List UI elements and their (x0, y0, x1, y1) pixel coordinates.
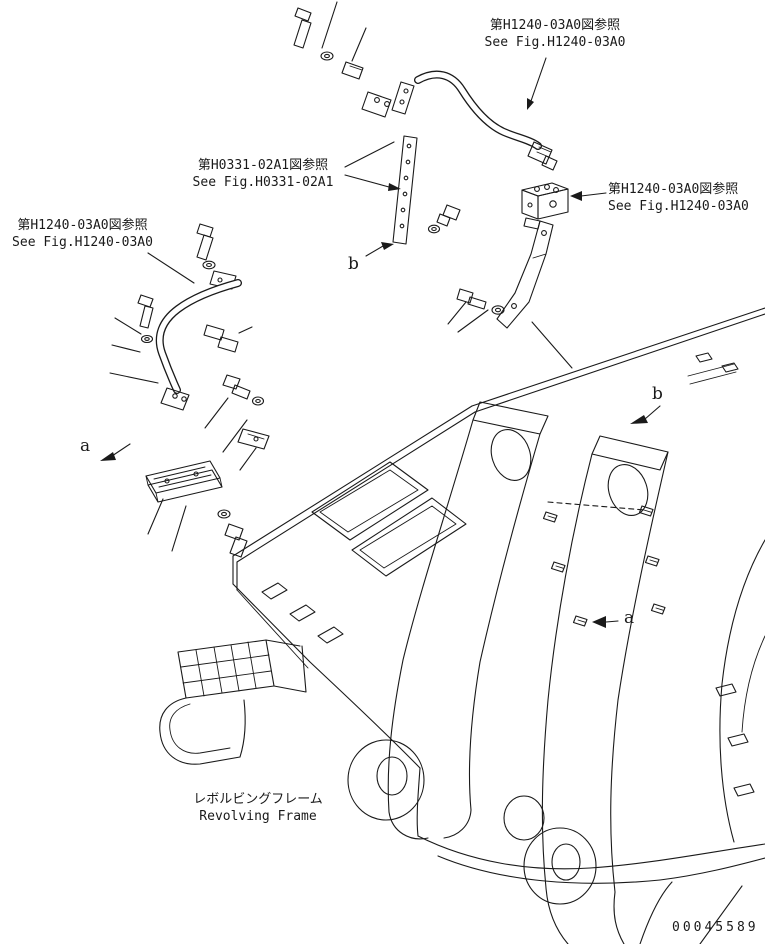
frame-right-side (687, 352, 765, 843)
reference-label-right: 第H1240-03A0図参照 See Fig.H1240-03A0 (608, 182, 765, 216)
top-pipe (414, 70, 558, 171)
view-arrow-a-frame (592, 616, 619, 628)
view-marker-b-frame: b (652, 384, 663, 404)
top-bolt-assembly (293, 1, 415, 118)
view-arrow-b-left (365, 242, 394, 257)
reference-label-right-jp: 第H1240-03A0図参照 (608, 182, 739, 197)
ref-top-leader (527, 57, 547, 110)
drawing-part-number: 00045589 (672, 920, 759, 935)
view-marker-a-left: a (80, 436, 91, 456)
ref-right-leader (570, 191, 607, 201)
left-pipe-assembly (109, 223, 270, 471)
reference-label-top: 第H1240-03A0図参照 See Fig.H1240-03A0 (455, 18, 655, 52)
view-arrow-b-frame (630, 405, 661, 424)
view-marker-b-left: b (348, 254, 359, 274)
reference-label-mid-left-jp: 第H0331-02A1図参照 (197, 158, 329, 173)
frame-deck-edges (232, 307, 765, 837)
reference-label-right-en: See Fig.H1240-03A0 (608, 198, 749, 214)
frame-bottom (417, 795, 765, 944)
reference-label-top-jp: 第H1240-03A0図参照 (489, 18, 621, 33)
bracket-bolt (447, 288, 505, 333)
mounting-strip (344, 135, 418, 245)
frame-title-jp: レボルビングフレーム (193, 792, 323, 807)
valve-bracket (496, 217, 573, 369)
reference-label-left-en: See Fig.H1240-03A0 (12, 234, 153, 250)
frame-title-en: Revolving Frame (199, 808, 317, 824)
valve-block (521, 182, 569, 220)
frame-small-bolts (542, 505, 666, 627)
deck-openings (261, 461, 467, 644)
reference-label-left-jp: 第H1240-03A0図参照 (17, 218, 148, 233)
view-arrow-a-left (100, 443, 131, 461)
frame-title: レボルビングフレーム Revolving Frame (178, 792, 338, 826)
grille-step (159, 639, 307, 765)
reference-label-mid-left-en: See Fig.H0331-02A1 (192, 174, 334, 190)
step-plate-assembly (145, 460, 248, 558)
revolving-frame (159, 307, 765, 944)
left-boom-plate (347, 401, 549, 840)
strip-bolt (427, 204, 461, 234)
reference-label-mid-left: 第H0331-02A1図参照 See Fig.H0331-02A1 (168, 158, 358, 192)
view-marker-a-frame: a (624, 608, 635, 628)
reference-label-top-en: See Fig.H1240-03A0 (484, 34, 626, 50)
reference-label-left: 第H1240-03A0図参照 See Fig.H1240-03A0 (0, 218, 165, 252)
